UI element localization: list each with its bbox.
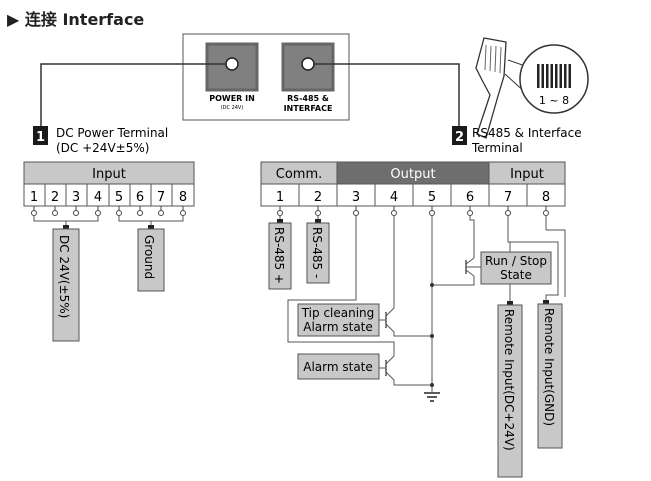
ground-icon — [424, 392, 440, 402]
badge-1 — [33, 126, 48, 145]
run-stop-label-1: Run / Stop — [485, 254, 547, 268]
rs-pin-4: 4 — [390, 190, 398, 205]
input-header-text: Input — [510, 167, 544, 182]
label-rs485-plus: RS-485 + — [272, 227, 286, 284]
dc-pin-2: 2 — [51, 190, 59, 205]
remote-input-gnd-box — [537, 303, 563, 449]
dc-terminal-title-2: (DC +24V±5%) — [56, 141, 149, 155]
remote-input-gnd-label: Remote Input(GND) — [542, 308, 556, 426]
rs485-label-2: INTERFACE — [284, 104, 333, 113]
rs-pin-8: 8 — [542, 190, 550, 205]
rs485-port-hole — [301, 57, 315, 71]
label-rs485-minus: RS-485 - — [310, 227, 324, 278]
rs-pin-1: 1 — [276, 190, 284, 205]
comm-header-text: Comm. — [276, 167, 323, 182]
dc-pin-8: 8 — [179, 190, 187, 205]
label-ground-box — [137, 228, 165, 292]
badge-2 — [452, 126, 467, 145]
badge-2-text: 2 — [455, 130, 464, 145]
rs-pin-7: 7 — [504, 190, 512, 205]
output-header-text: Output — [390, 167, 435, 182]
power-sub-label: (DC 24V) — [221, 105, 244, 111]
label-dc-24v-box — [52, 228, 80, 342]
rs-pin-2: 2 — [314, 190, 322, 205]
dc-input-header-text: Input — [92, 167, 126, 182]
power-port-hole — [225, 57, 239, 71]
rs-pin-3: 3 — [352, 190, 360, 205]
dc-terminal-title-1: DC Power Terminal — [56, 126, 168, 140]
section-rs485: 2 RS485 & Interface Terminal Comm. Outpu… — [260, 126, 582, 478]
tip-cleaning-label-2: Alarm state — [303, 320, 373, 334]
rs485-terminal-title-2: Terminal — [471, 141, 523, 155]
badge-1-text: 1 — [36, 130, 45, 145]
connector-zoom-circle — [519, 44, 589, 114]
tip-cleaning-label-1: Tip cleaning — [301, 306, 375, 320]
rs485-terminal-title-1: RS485 & Interface — [472, 126, 582, 140]
label-rs485-minus-box — [306, 222, 330, 284]
label-ground: Ground — [142, 235, 156, 279]
remote-input-dc-box — [497, 304, 523, 478]
rs-pin-5: 5 — [428, 190, 436, 205]
alarm-state-label: Alarm state — [303, 360, 373, 374]
connector-range: 1 ~ 8 — [539, 94, 569, 107]
alarm-state-box — [297, 353, 380, 380]
page-title: ▶ 连接 Interface — [7, 10, 144, 29]
run-stop-box — [480, 251, 552, 285]
dc-pin-3: 3 — [72, 190, 80, 205]
label-dc-24v: DC 24V(±5%) — [57, 235, 71, 318]
dc-pin-7: 7 — [157, 190, 165, 205]
main-cables — [40, 63, 460, 126]
section-dc-power: 1 DC Power Terminal (DC +24V±5%) Input 1… — [23, 126, 195, 342]
dc-pin-4: 4 — [94, 190, 102, 205]
rs-pin-6: 6 — [466, 190, 474, 205]
dc-pin-5: 5 — [115, 190, 123, 205]
label-rs485-plus-box — [268, 222, 292, 290]
device-panel: POWER IN (DC 24V) RS-485 & INTERFACE — [182, 33, 350, 121]
dc-pin-1: 1 — [30, 190, 38, 205]
power-label: POWER IN — [209, 94, 255, 103]
connector-pins-icon — [537, 64, 571, 88]
remote-input-dc-label: Remote Input(DC+24V) — [502, 309, 516, 451]
tip-cleaning-box — [297, 303, 380, 337]
run-stop-label-2: State — [500, 268, 532, 282]
dc-pin-6: 6 — [136, 190, 144, 205]
rs485-label-1: RS-485 & — [287, 94, 329, 103]
rj-connector: 1 ~ 8 — [475, 37, 589, 139]
